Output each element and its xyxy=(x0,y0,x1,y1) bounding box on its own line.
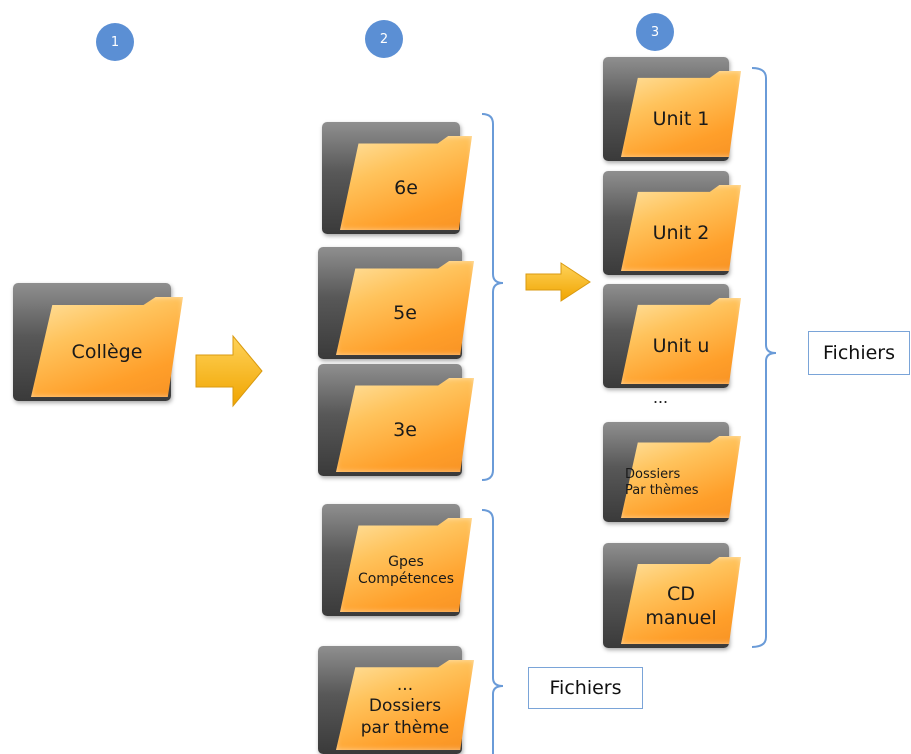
folder-label: 6e xyxy=(394,177,418,200)
folder-front xyxy=(340,136,472,230)
folder-label-line-1: Dossiers xyxy=(625,466,681,482)
folder-unit-1[interactable]: Unit 1 xyxy=(603,57,741,161)
step-3-badge: 3 xyxy=(636,13,674,51)
folder-label: Collège xyxy=(71,341,143,364)
folder-label-line-2: Par thèmes xyxy=(625,483,699,498)
folder-front xyxy=(621,298,741,384)
folder-label: 3e xyxy=(393,419,417,442)
step-1-badge: 1 xyxy=(96,23,134,61)
folder-label: Gpes Compétences xyxy=(340,518,472,612)
fichiers-label-bottom: Fichiers xyxy=(528,667,643,709)
folder-label-line-1: CD xyxy=(667,582,695,605)
folder-gpes-competences[interactable]: Gpes Compétences xyxy=(322,504,472,616)
arrow-right-icon xyxy=(525,262,591,302)
folder-label-line-2: manuel xyxy=(645,606,717,629)
folder-3e[interactable]: 3e xyxy=(318,364,474,476)
folder-front xyxy=(340,518,472,612)
folder-front xyxy=(31,297,183,397)
folder-front xyxy=(621,436,741,518)
folder-front xyxy=(336,378,474,472)
folder-label: Unit u xyxy=(652,335,710,358)
folder-label: Unit 2 xyxy=(652,222,710,245)
folder-front xyxy=(621,71,741,157)
bracket-extras xyxy=(481,509,504,754)
folder-label-line-1: ... xyxy=(396,675,414,696)
folder-cd-manuel[interactable]: CD manuel xyxy=(603,543,741,648)
folder-6e[interactable]: 6e xyxy=(322,122,472,234)
folder-label-line-3: par thème xyxy=(360,717,450,738)
step-2-badge: 2 xyxy=(365,20,403,58)
folder-unit-2[interactable]: Unit 2 xyxy=(603,171,741,275)
folder-label: Dossiers Par thèmes xyxy=(621,436,741,518)
folder-dossiers-par-theme[interactable]: ... Dossiers par thème xyxy=(318,646,474,754)
folder-label: ... Dossiers par thème xyxy=(336,660,474,750)
folder-front xyxy=(621,185,741,271)
folder-label-line-2: Dossiers xyxy=(368,696,442,717)
bracket-units xyxy=(751,67,777,648)
folder-label: Unit 1 xyxy=(652,108,710,131)
folder-front xyxy=(621,557,741,644)
folder-5e[interactable]: 5e xyxy=(318,247,474,359)
fichiers-label-right: Fichiers xyxy=(808,331,910,375)
folder-front xyxy=(336,660,474,750)
folder-college[interactable]: Collège xyxy=(13,283,183,401)
arrow-right-icon xyxy=(195,334,263,408)
folder-label-line-2: Compétences xyxy=(357,571,455,587)
folder-dossiers-par-themes[interactable]: Dossiers Par thèmes xyxy=(603,422,741,522)
folder-label: 5e xyxy=(393,302,417,325)
folder-label-line-1: Gpes xyxy=(388,553,424,570)
folder-unit-u[interactable]: Unit u xyxy=(603,284,741,388)
bracket-levels xyxy=(481,113,504,481)
folder-label: CD manuel xyxy=(621,557,741,644)
units-ellipsis: ... xyxy=(653,387,669,407)
folder-front xyxy=(336,261,474,355)
